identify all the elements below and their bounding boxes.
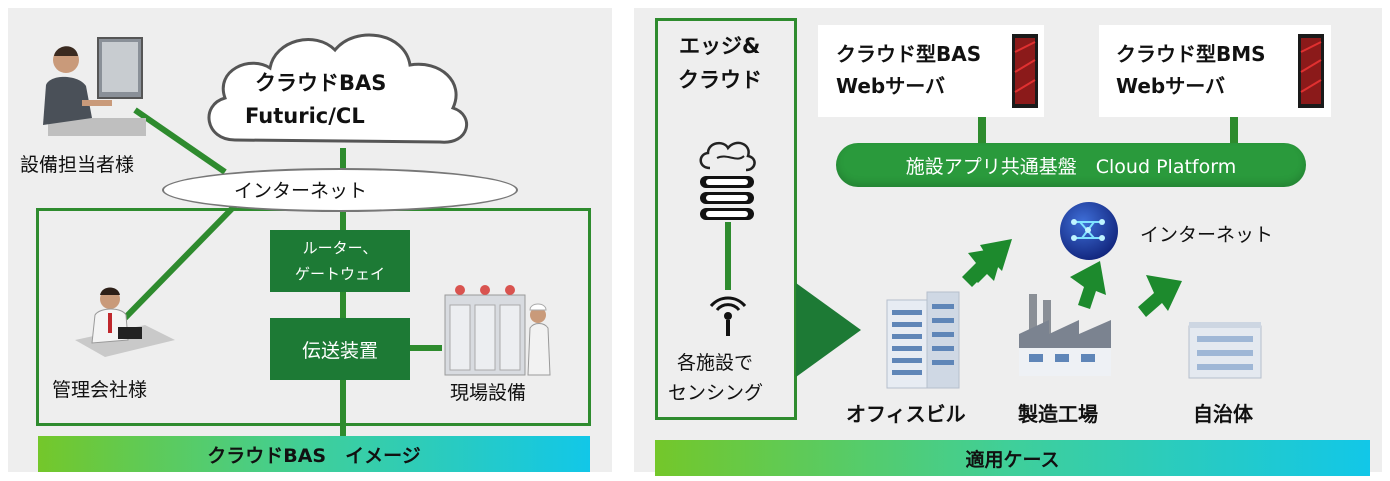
cloud-label: クラウド bbox=[678, 68, 762, 92]
server-bms-icon bbox=[1298, 34, 1324, 108]
cloud-platform-bar: 施設アプリ共通基盤 Cloud Platform bbox=[836, 143, 1306, 187]
office-label: オフィスビル bbox=[846, 402, 966, 426]
gateway-label: ゲートウェイ bbox=[294, 265, 385, 283]
cloud-database-icon bbox=[699, 141, 756, 220]
server-bms-box bbox=[1099, 25, 1331, 117]
internet-network-icon bbox=[1060, 202, 1118, 260]
factory-icon bbox=[1019, 294, 1111, 376]
transmitter-label: 伝送装置 bbox=[301, 339, 378, 362]
operator-icon bbox=[43, 37, 146, 136]
cloud-icon bbox=[207, 33, 469, 144]
router-gateway-box: ルーター、 ゲートウェイ bbox=[270, 230, 410, 292]
internet-ellipse bbox=[162, 168, 518, 212]
office-building-icon bbox=[886, 291, 960, 389]
upload-arrows bbox=[962, 239, 1182, 317]
server-bas-box bbox=[818, 25, 1044, 117]
equipment-icon bbox=[444, 285, 551, 376]
cloud-platform-label: 施設アプリ共通基盤 Cloud Platform bbox=[905, 155, 1237, 178]
right-banner: 適用ケース bbox=[655, 440, 1370, 476]
router-transmitter-line bbox=[340, 292, 346, 312]
municipality-icon bbox=[1188, 322, 1262, 379]
big-arrow bbox=[796, 283, 861, 377]
edge-label: エッジ& bbox=[679, 34, 761, 58]
server-bas-icon bbox=[1012, 34, 1038, 108]
server-bms-line2: Webサーバ bbox=[1116, 74, 1226, 98]
factory-label: 製造工場 bbox=[1018, 402, 1098, 426]
server-bms-connector bbox=[1230, 117, 1238, 145]
manager-label: 管理会社様 bbox=[52, 379, 148, 401]
server-bas-line1: クラウド型BAS bbox=[836, 42, 982, 66]
equipment-label: 現場設備 bbox=[450, 382, 527, 404]
left-banner: クラウドBAS イメージ bbox=[38, 436, 590, 472]
operator-label: 設備担当者様 bbox=[20, 154, 135, 176]
server-bas-line2: Webサーバ bbox=[836, 74, 946, 98]
manager-icon bbox=[75, 287, 175, 357]
right-internet-label: インターネット bbox=[1140, 224, 1274, 246]
futuric-label: Futuric/CL bbox=[245, 104, 365, 128]
router-label: ルーター、 bbox=[302, 239, 378, 257]
transmitter-equipment-line bbox=[400, 345, 442, 351]
server-bms-line1: クラウド型BMS bbox=[1116, 42, 1266, 66]
municipality-label: 自治体 bbox=[1193, 402, 1253, 426]
sensing-line1: 各施設で bbox=[677, 352, 754, 374]
sensing-line2: センシング bbox=[668, 382, 764, 404]
internet-label: インターネット bbox=[234, 180, 368, 202]
server-bas-connector bbox=[978, 117, 986, 145]
cloud-bas-label: クラウドBAS bbox=[255, 71, 387, 95]
transmitter-box: 伝送装置 bbox=[270, 318, 410, 380]
edge-vertical-line bbox=[725, 222, 731, 290]
edge-frame bbox=[655, 18, 797, 420]
sensor-wifi-icon bbox=[709, 296, 747, 336]
